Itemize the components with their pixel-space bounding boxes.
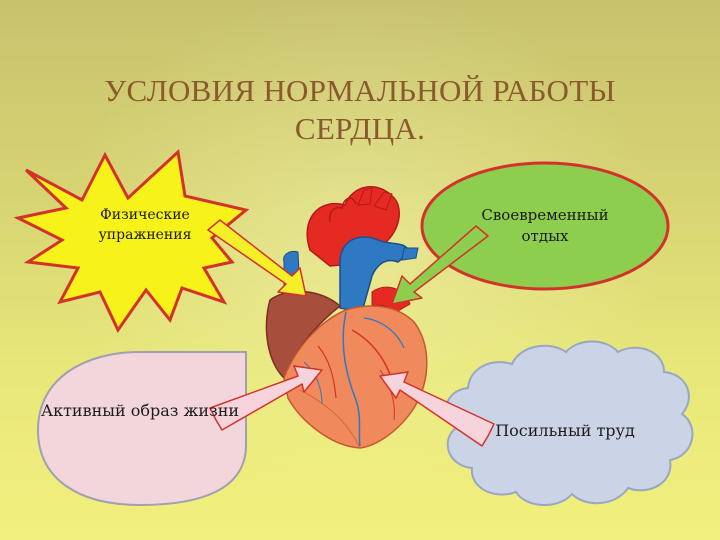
slide-title: УСЛОВИЯ НОРМАЛЬНОЙ РАБОТЫ СЕРДЦА. <box>104 73 616 146</box>
rest-ellipse <box>420 161 670 291</box>
arrow-work <box>379 371 495 447</box>
rest-label: Своевременный отдых <box>481 206 609 245</box>
active-life-label: Активный образ жизни <box>40 401 240 420</box>
work-label: Посильный труд <box>495 421 635 440</box>
active-life-shape <box>36 351 247 507</box>
arrow-active-life <box>209 365 323 431</box>
arrow-exercise <box>207 219 307 297</box>
arrow-rest <box>391 225 489 305</box>
exercise-label: Физические упражнения <box>98 207 192 243</box>
heart-anatomy-icon <box>265 186 428 449</box>
work-cloud <box>445 340 694 507</box>
exercise-starburst <box>13 149 250 333</box>
